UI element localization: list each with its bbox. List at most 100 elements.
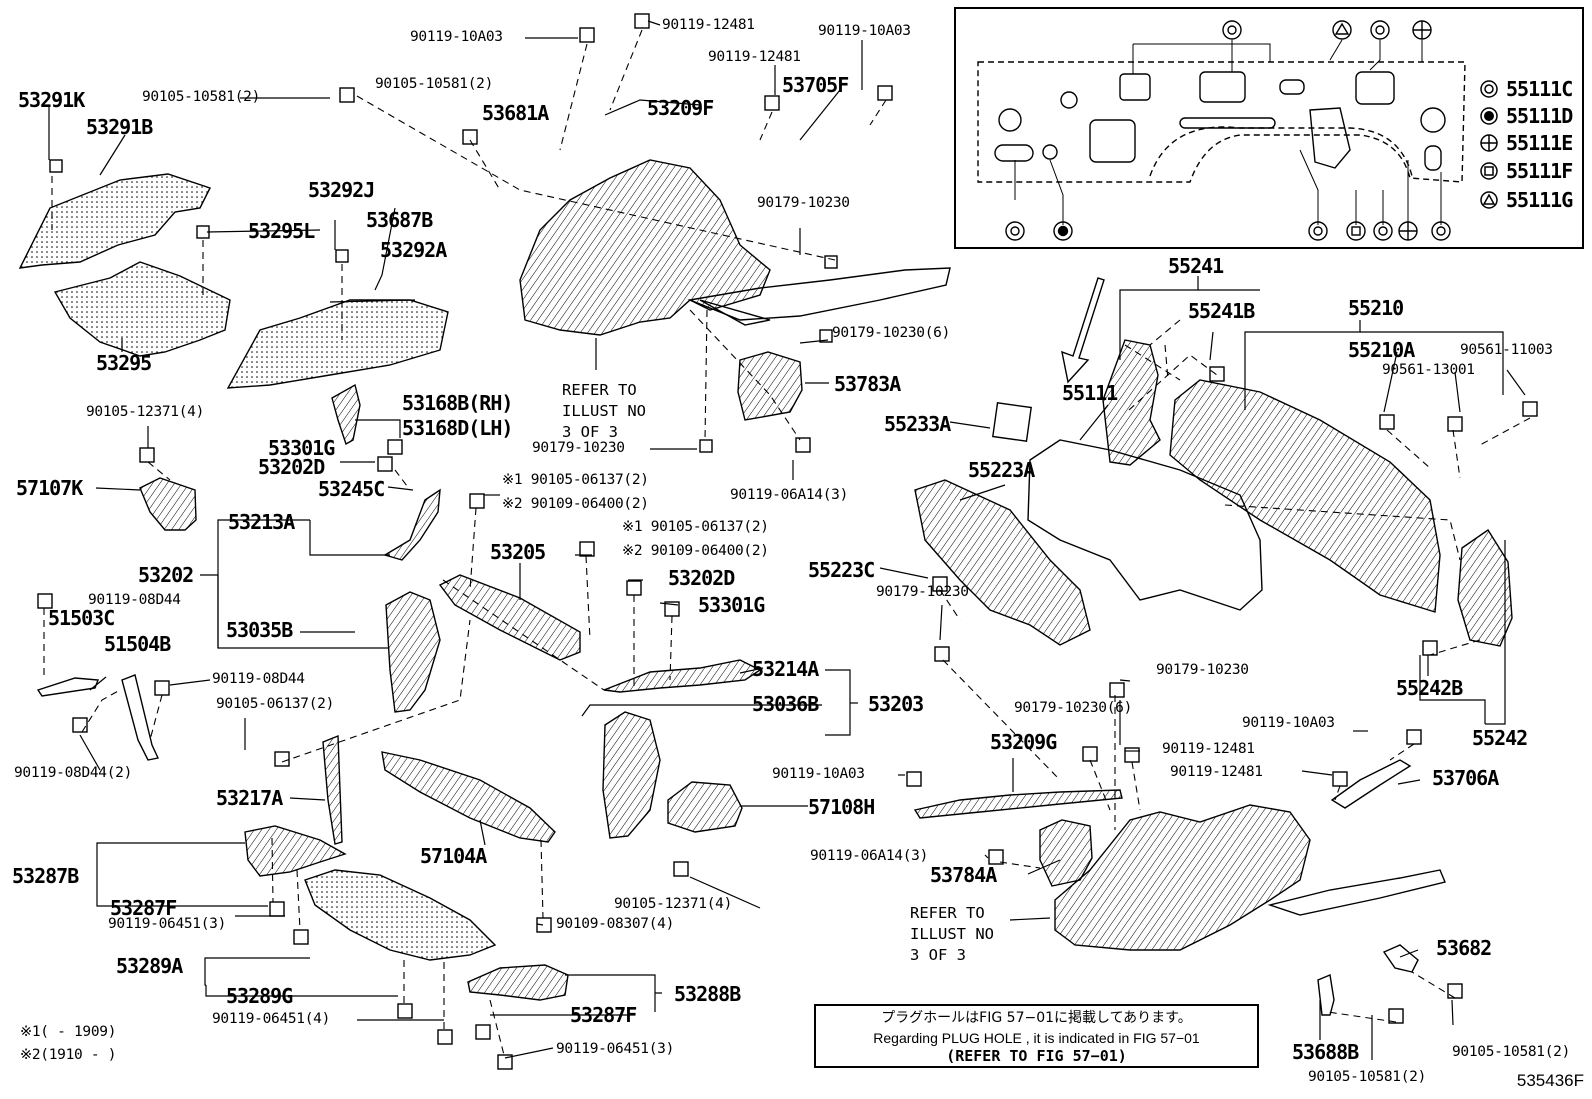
part-label: 53202	[138, 563, 194, 587]
leader-lines	[48, 20, 1526, 1060]
part-label: 53209F	[647, 96, 714, 120]
part-lower-apron	[1054, 804, 1446, 951]
part-53784A	[1039, 819, 1093, 887]
part-label: 53783A	[834, 372, 901, 396]
part-label: 90119-06451(3)	[556, 1041, 675, 1057]
legend-label: 55111G	[1506, 188, 1573, 212]
part-53217A	[322, 734, 343, 845]
part-label: 53287B	[12, 864, 79, 888]
part-label: 90105-12371(4)	[614, 896, 733, 912]
inset-symbols	[1005, 20, 1451, 241]
part-label: 90119-10A03	[410, 29, 503, 45]
part-label: 53287F	[570, 1003, 637, 1027]
part-label: 53202D	[668, 566, 735, 590]
plug-hole-note: プラグホールはFIG 57−01に掲載してあります。 Regarding PLU…	[814, 1004, 1259, 1068]
legend-label: 55111E	[1506, 131, 1573, 155]
inset-frame	[954, 7, 1584, 249]
part-label: 90179-10230(6)	[832, 325, 951, 341]
legend-item: 55111G	[1478, 188, 1573, 212]
part-label: 53289G	[226, 984, 293, 1008]
part-label: 55223A	[968, 458, 1035, 482]
part-label: 53217A	[216, 786, 283, 810]
part-label: 90179-10230	[1156, 662, 1249, 678]
refer-line: 3 OF 3	[910, 946, 966, 964]
diagram-code: 535436F	[1516, 1071, 1584, 1090]
part-label: 53295	[96, 351, 152, 375]
part-label: 90119-12481	[1162, 741, 1255, 757]
part-label: 55241	[1168, 254, 1224, 278]
part-label: 55210A	[1348, 338, 1415, 362]
part-label: 90119-06451(4)	[212, 1011, 331, 1027]
part-label: 53213A	[228, 510, 295, 534]
part-label: 51503C	[48, 606, 115, 630]
part-label: 53245C	[318, 477, 385, 501]
part-label: 90105-10581(2)	[142, 89, 261, 105]
part-label: 57107K	[16, 476, 83, 500]
refer-note-upper: REFER TO ILLUST NO 3 OF 3	[562, 380, 646, 443]
double-circle-icon	[1480, 80, 1498, 98]
part-label: 53706A	[1432, 766, 1499, 790]
part-label: 53784A	[930, 863, 997, 887]
part-label: 53688B	[1292, 1040, 1359, 1064]
legend-item: 55111C	[1478, 77, 1573, 101]
part-label: 90109-08307(4)	[556, 916, 675, 932]
refer-line: ILLUST NO	[910, 925, 994, 943]
part-label: 90119-10A03	[1242, 715, 1335, 731]
part-label: 53705F	[782, 73, 849, 97]
part-label: 90119-06A14(3)	[810, 848, 929, 864]
part-label: 55210	[1348, 296, 1404, 320]
refer-line: ILLUST NO	[562, 402, 646, 420]
inset-features	[994, 71, 1446, 171]
dashed-guides	[43, 29, 1531, 1056]
footnote-range: (1910 - )	[40, 1047, 117, 1063]
part-53289A	[304, 869, 497, 961]
part-55241-silencer	[1102, 339, 1161, 466]
part-label: 53291B	[86, 115, 153, 139]
part-57108H	[667, 781, 743, 833]
part-label: 90105-10581(2)	[375, 76, 494, 92]
part-53706A	[1330, 759, 1412, 809]
part-label: 53168D(LH)	[402, 416, 513, 440]
part-label: 53682	[1436, 936, 1492, 960]
part-label: 90179-10230(6)	[1014, 700, 1133, 716]
part-53292A-cover	[226, 299, 449, 389]
part-label: 90119-06A14(3)	[730, 487, 849, 503]
part-53035B	[385, 591, 441, 713]
part-label: 90119-06451(3)	[108, 916, 227, 932]
part-53209G	[913, 789, 1123, 819]
part-label: 90119-08D44(2)	[14, 765, 133, 781]
note-line-bold: (REFER TO FIG 57−01)	[946, 1047, 1127, 1065]
part-53214A	[603, 659, 762, 693]
part-label: 55241B	[1188, 299, 1255, 323]
part-label: 57108H	[808, 795, 875, 819]
filled-circle-icon	[1480, 107, 1498, 125]
part-label: 53214A	[752, 657, 819, 681]
part-label: 51504B	[104, 632, 171, 656]
part-label: 53301G	[698, 593, 765, 617]
part-label: 90119-12481	[662, 17, 755, 33]
fasteners	[37, 13, 1538, 1070]
part-53036B	[602, 711, 661, 839]
part-label: 90119-10A03	[818, 23, 911, 39]
part-55233A	[992, 402, 1032, 442]
part-label: 53209G	[990, 730, 1057, 754]
part-label: ※1 90105-06137(2)	[622, 519, 769, 535]
note-line-en: Regarding PLUG HOLE , it is indicated in…	[873, 1030, 1200, 1046]
part-53783A	[737, 351, 803, 421]
part-label: 90119-08D44	[212, 671, 305, 687]
part-label: ※2 90109-06400(2)	[622, 543, 769, 559]
inset-callout-lines	[1014, 39, 1442, 225]
circled-triangle-icon	[1480, 191, 1498, 209]
legend-label: 55111C	[1506, 77, 1573, 101]
part-53295-cover	[53, 261, 231, 357]
part-label: 90179-10230	[757, 195, 850, 211]
part-label: 53036B	[752, 692, 819, 716]
part-label: 55242	[1472, 726, 1528, 750]
part-51503C	[36, 677, 99, 697]
part-53288B	[467, 964, 569, 1001]
part-upper-apron	[519, 159, 951, 336]
refer-line: REFER TO	[910, 904, 985, 922]
refer-line: 3 OF 3	[562, 423, 618, 441]
part-label: 90119-08D44	[88, 592, 181, 608]
